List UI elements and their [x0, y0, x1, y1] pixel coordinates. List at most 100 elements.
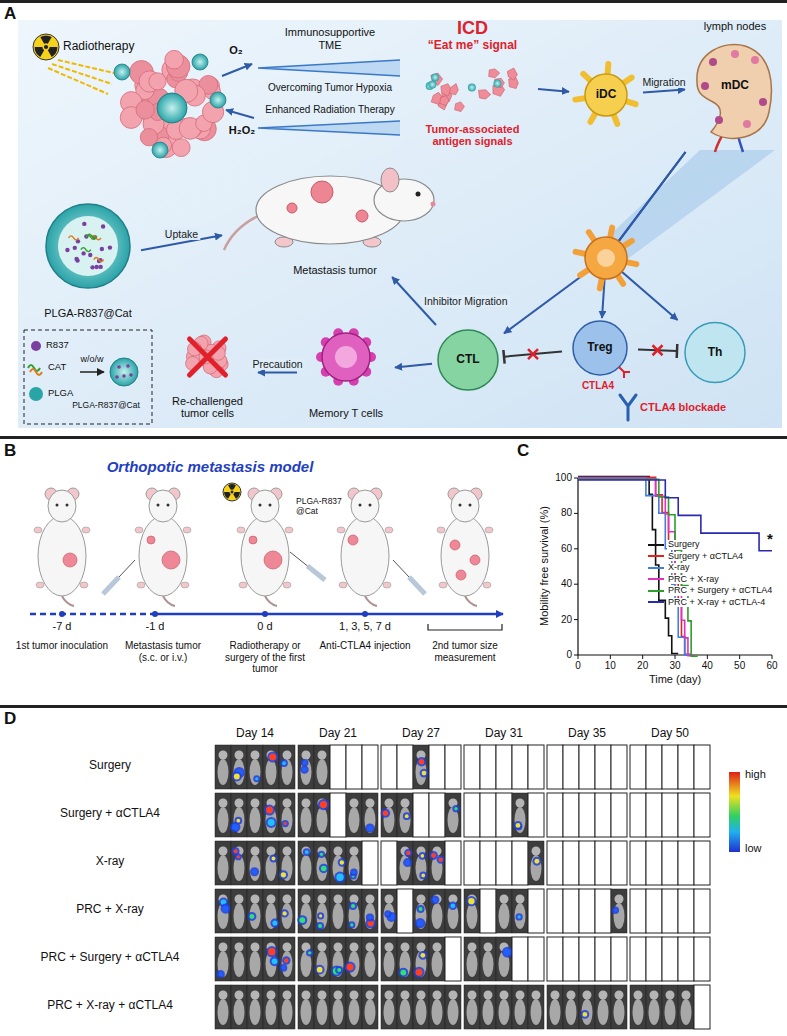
- mouse-image: [528, 985, 544, 1029]
- mouse-paw: [485, 527, 493, 533]
- signal-halo: [247, 912, 256, 921]
- mouse-image: [247, 745, 263, 789]
- particle-core: [58, 216, 118, 276]
- signal-halo: [403, 812, 411, 820]
- mouse-image: [413, 745, 429, 789]
- mouse-silhouette: [350, 847, 359, 856]
- signal-spot: [305, 850, 309, 854]
- step-description: Radiotherapy or surgery of the first tum…: [217, 640, 313, 675]
- panel-letter: B: [4, 441, 16, 461]
- tumor-cell: [172, 139, 190, 157]
- signal-halo: [515, 913, 522, 920]
- mouse-silhouette: [615, 991, 624, 1000]
- signal-halo: [419, 852, 427, 860]
- mouse-figure: [337, 488, 393, 606]
- mouse-image: [263, 841, 279, 885]
- mouse-silhouette: [350, 991, 359, 1000]
- mouse-silhouette: [234, 951, 245, 977]
- mouse-silhouette: [634, 991, 643, 1000]
- mouse-silhouette: [365, 807, 376, 833]
- empty-slot: [480, 889, 496, 933]
- lymph-node: lymph nodesmDC: [685, 20, 785, 152]
- syringe-barrel: [103, 577, 119, 594]
- th-cell: Th: [677, 320, 753, 385]
- connector: [395, 364, 432, 368]
- mouse-silhouette: [318, 751, 327, 760]
- empty-slot: [611, 745, 627, 789]
- connector: [606, 152, 686, 320]
- icd-cluster: ICD“Eat me” signalTumor-associated antig…: [407, 18, 538, 148]
- lymph-cell: [731, 50, 739, 58]
- legend-line: [648, 567, 664, 569]
- mouse-image: [279, 937, 295, 981]
- chevron: [258, 60, 400, 76]
- empty-slot: [646, 937, 662, 981]
- tick-label: 60: [561, 543, 572, 555]
- mouse-silhouette: [334, 847, 343, 856]
- mouse-image: [279, 793, 295, 837]
- mouse-silhouette: [614, 999, 625, 1025]
- signal-halo: [404, 849, 412, 857]
- axis-tick: [642, 655, 643, 659]
- axis-tick: [675, 655, 676, 659]
- cell-debris: [479, 90, 491, 99]
- signal-spot: [272, 958, 278, 964]
- mouse-image: [215, 889, 231, 933]
- oxygen-arrow: [222, 64, 252, 76]
- connector: [504, 152, 686, 333]
- node-label: ICD: [407, 18, 538, 39]
- mouse-silhouette: [350, 799, 359, 808]
- mouse-silhouette: [283, 751, 292, 760]
- signal-spot: [255, 777, 258, 780]
- mouse-image: [611, 985, 627, 1029]
- mouse-image: [429, 889, 445, 933]
- signal-halo: [221, 903, 231, 913]
- mouse-silhouette: [302, 895, 311, 904]
- signal-spot: [282, 966, 286, 970]
- mouse-silhouette: [550, 999, 561, 1025]
- signal-spot: [337, 968, 341, 972]
- row-label: Surgery: [89, 759, 131, 773]
- radiation-blade: [224, 492, 231, 499]
- empty-slot: [397, 745, 413, 789]
- empty-slot: [362, 841, 378, 885]
- signal-halo: [612, 907, 619, 914]
- signal-spot: [405, 814, 409, 818]
- mouse-silhouette: [582, 999, 593, 1025]
- axis-tick: [574, 548, 578, 549]
- edge-label: Inhibitor Migration: [422, 295, 509, 307]
- mouse-figure: [135, 488, 191, 606]
- node-text-bottom: Metastasis tumor: [222, 264, 448, 277]
- mouse-tail: [365, 596, 377, 606]
- column-header: Day 21: [319, 727, 357, 741]
- mouse-eye: [259, 504, 262, 507]
- particle-sphere: [210, 92, 226, 108]
- axis-tick: [574, 513, 578, 514]
- signal-spot: [420, 953, 425, 958]
- particle-dot: [122, 374, 126, 378]
- mouse-body: [241, 516, 289, 596]
- empty-slot: [464, 745, 480, 789]
- empty-slot: [429, 745, 445, 789]
- synthesis-arrow: [80, 371, 104, 373]
- mouse-image: [279, 745, 295, 789]
- mouse-silhouette: [301, 807, 312, 833]
- drug-dot: [88, 253, 92, 257]
- mouse-silhouette: [317, 807, 328, 833]
- mouse-paw: [239, 582, 247, 588]
- signal-halo: [532, 857, 541, 866]
- empty-slot: [528, 793, 544, 837]
- mouse-image: [247, 793, 263, 837]
- mouse-figure: [237, 488, 293, 606]
- legend-line: [648, 578, 664, 580]
- lymph-cell: [715, 116, 723, 124]
- mouse-silhouette: [219, 943, 228, 952]
- annotation: Overcoming Tumor Hypoxia: [268, 82, 392, 94]
- syringe-needle: [393, 560, 409, 577]
- node-shape: [35, 200, 141, 320]
- mouse-tail: [62, 596, 74, 606]
- panel-d-imaging: [215, 745, 740, 1029]
- mouse-head: [149, 490, 177, 522]
- mouse-image: [346, 937, 362, 981]
- signal-halo: [334, 872, 345, 883]
